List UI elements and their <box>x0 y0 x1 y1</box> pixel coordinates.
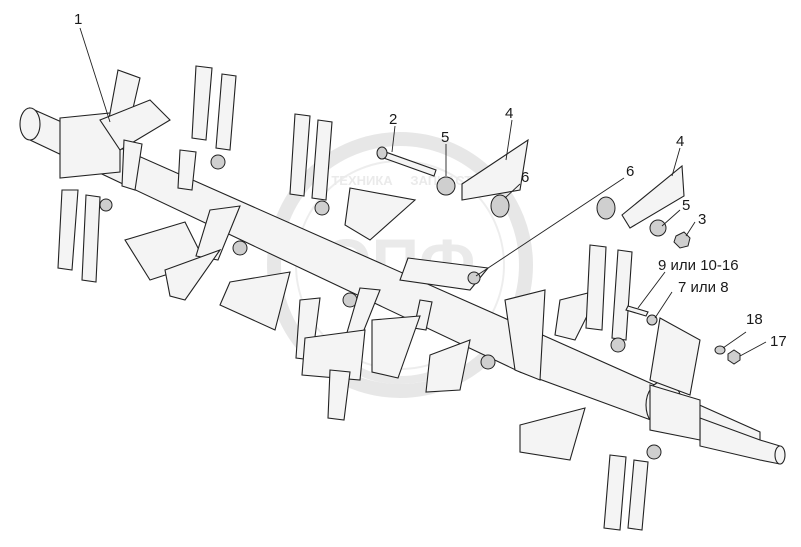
callout-7-or-8: 7 или 8 <box>678 279 729 296</box>
blade-assembly-9 <box>504 289 602 381</box>
bushing-6a <box>490 194 510 218</box>
bushing-5a <box>436 176 456 196</box>
knife-4b <box>621 164 685 229</box>
shaft <box>19 107 786 465</box>
callout-6-middle: 6 <box>626 163 634 180</box>
callout-3: 3 <box>698 211 706 228</box>
callout-2: 2 <box>389 111 397 128</box>
blade-assembly-4 <box>289 113 417 241</box>
callout-17: 17 <box>770 333 787 350</box>
bolt-9 <box>625 305 649 317</box>
blade-assembly-5 <box>124 205 248 301</box>
blade-assembly-10 <box>585 244 633 353</box>
knife-4a <box>461 138 529 201</box>
bushing-6b <box>596 196 616 220</box>
callout-6-right: 6 <box>521 169 529 186</box>
shield-plate <box>649 317 701 396</box>
bushing-5b <box>649 219 667 237</box>
callout-5-right: 5 <box>682 197 690 214</box>
callout-5-upper: 5 <box>441 129 449 146</box>
blade-assembly-1 <box>99 69 171 191</box>
watermark-arc-left: ТЕХНИКА <box>331 173 393 188</box>
callout-18: 18 <box>746 311 763 328</box>
leader-lines <box>79 27 767 357</box>
callout-1: 1 <box>74 11 82 28</box>
nut-3 <box>673 231 691 249</box>
washer-18 <box>714 345 726 355</box>
callout-4-upper: 4 <box>505 105 513 122</box>
blade-assembly-3 <box>57 189 113 283</box>
blade-assembly-11 <box>519 407 662 531</box>
blade-assembly-8 <box>301 315 496 421</box>
blade-assembly-2 <box>177 65 237 191</box>
callout-4-right: 4 <box>676 133 684 150</box>
bolt-2 <box>376 146 437 177</box>
nut-17 <box>727 349 741 365</box>
washer-7 <box>646 314 658 326</box>
callout-9-or-10-16: 9 или 10-16 <box>658 257 739 274</box>
